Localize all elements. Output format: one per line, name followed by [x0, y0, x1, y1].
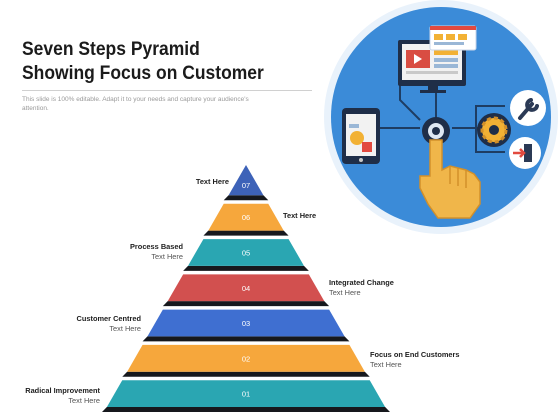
- pyramid-step-number: 07: [242, 181, 250, 190]
- pyramid-step-shadow: [223, 195, 269, 201]
- pyramid-label-text: Text Here: [329, 288, 361, 297]
- gear-icon: [477, 113, 511, 147]
- pyramid-step-number: 05: [242, 248, 250, 257]
- pyramid-label-title: Focus on End Customers: [370, 350, 460, 359]
- hand-pointer-icon: [419, 139, 481, 219]
- pyramid-label-06: Text Here: [283, 211, 316, 221]
- login-icon: [509, 137, 541, 169]
- pyramid-step-shadow: [102, 407, 390, 412]
- pyramid-step-number: 03: [242, 319, 250, 328]
- title-line-1: Seven Steps Pyramid: [22, 39, 200, 60]
- pyramid-step-number: 04: [242, 284, 250, 293]
- pyramid-label-title: Integrated Change: [329, 278, 394, 287]
- pyramid-step-shadow: [162, 301, 330, 307]
- pyramid-step-shadow: [203, 230, 289, 236]
- pyramid-step-number: 02: [242, 354, 250, 363]
- title-divider: [22, 90, 312, 91]
- pyramid-label-text: Text Here: [370, 360, 402, 369]
- pyramid-step-05: [188, 239, 304, 266]
- touch-button-icon: [422, 117, 450, 145]
- illustration-circle: [331, 7, 551, 227]
- pyramid-label-title: Process Based: [130, 242, 183, 251]
- pyramid-step-shadow: [183, 265, 309, 271]
- pyramid-label-text: Text Here: [151, 252, 183, 261]
- pyramid-step-number: 06: [242, 213, 250, 222]
- pyramid-step-03: [147, 309, 345, 337]
- slide-subtitle: This slide is 100% editable. Adapt it to…: [22, 96, 249, 112]
- pyramid-step-04: [167, 274, 325, 302]
- seven-step-pyramid: 01 02 03 04 05 06 07: [102, 165, 390, 412]
- browser-window-icon: [429, 25, 477, 51]
- pyramid-step-01: [106, 380, 386, 407]
- pyramid-label-text: Text Here: [68, 396, 100, 405]
- pyramid-label-title: Radical Improvement: [25, 386, 100, 395]
- phone-icon: [342, 108, 380, 164]
- customer-focus-illustration: [324, 0, 558, 234]
- pyramid-step-shadow: [142, 336, 350, 342]
- wrench-icon: [510, 90, 546, 126]
- pyramid-label-title: Customer Centred: [76, 314, 141, 323]
- pyramid-label-text: Text Here: [109, 324, 141, 333]
- pyramid-step-shadow: [122, 371, 370, 377]
- pyramid-label-07: Text Here: [196, 177, 229, 187]
- title-line-2: Showing Focus on Customer: [22, 63, 264, 84]
- pyramid-step-07: [228, 165, 264, 196]
- pyramid-step-number: 01: [242, 390, 250, 399]
- pyramid-step-06: [208, 203, 284, 231]
- slide-title: Seven Steps Pyramid Showing Focus on Cus…: [22, 38, 289, 86]
- pyramid-label-title: Text Here: [283, 211, 317, 220]
- pyramid-label-title: Text Here: [195, 177, 229, 186]
- pyramid-step-02: [127, 344, 365, 372]
